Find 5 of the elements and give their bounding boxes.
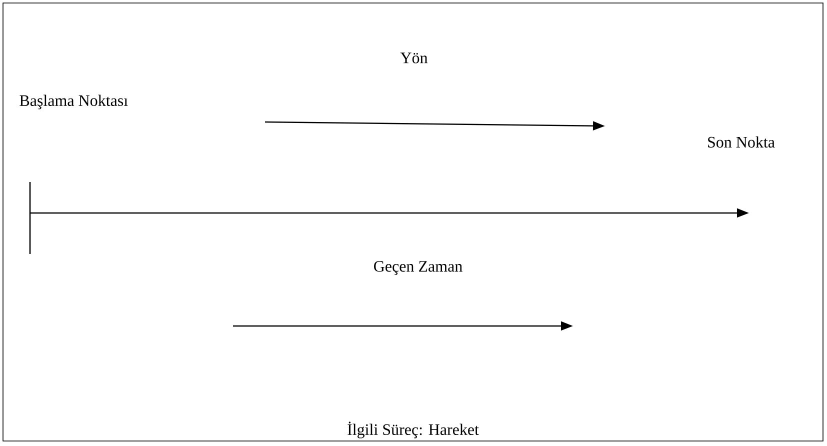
direction-label: Yön bbox=[400, 52, 428, 64]
end-point-label: Son Nokta bbox=[708, 136, 775, 148]
caption: İlgili Süreç: Hareket bbox=[348, 422, 479, 438]
start-point-label: Başlama Noktası bbox=[20, 94, 128, 110]
elapsed-time-label: Geçen Zaman bbox=[374, 261, 462, 275]
